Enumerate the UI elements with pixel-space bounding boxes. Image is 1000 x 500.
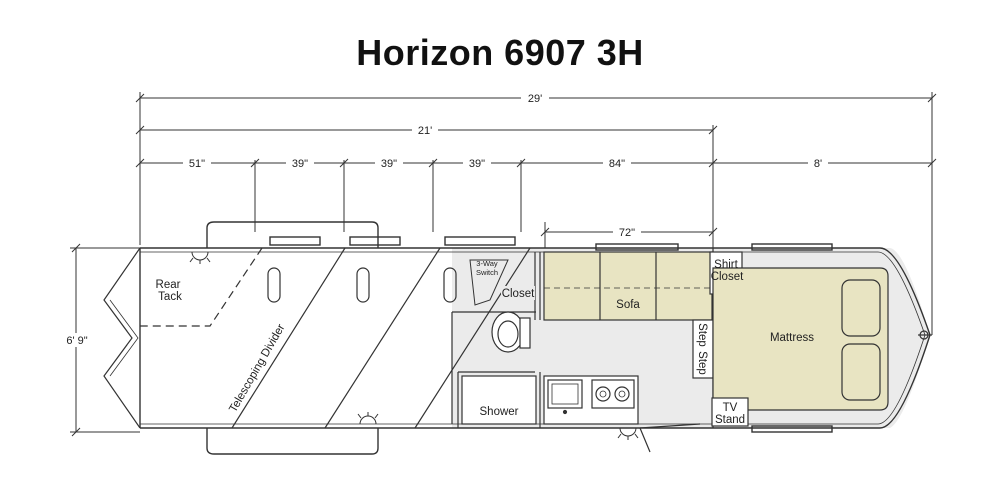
dim-section-3: 39" [381,158,397,170]
dim-overall-length: 29' [528,93,542,105]
dim-section-4: 39" [469,158,485,170]
tv-stand [711,397,749,427]
kitchen-counter [543,375,639,425]
label-shirt-closet-2: Closet [711,271,744,283]
dim-section-1: 51" [189,158,205,170]
hitch-icon [918,330,932,340]
dim-section-2: 39" [292,158,308,170]
rear-doors [103,247,141,429]
dim-section-5: 84" [609,158,625,170]
label-3way-switch-2: Switch [476,268,498,277]
label-rear-tack-1: Rear [156,279,181,291]
light-icon [189,251,639,440]
label-rear-tack-2: Tack [158,291,182,303]
dimension-labels: 29' 21' 51" 39" 39" 39" 84" 8' 72" 6' 9" [58,91,828,347]
shower-stall [461,375,537,425]
dim-living-quarters-length: 8' [814,158,822,170]
label-shirt-closet-1: Shirt [714,259,738,271]
dim-horse-area-length: 21' [418,125,432,137]
label-mattress: Mattress [770,332,814,344]
label-sofa: Sofa [616,299,640,311]
page-title: Horizon 6907 3H [356,32,644,73]
mattress [712,267,889,411]
label-step-1: Step [696,323,708,347]
dim-sofa-length: 72" [619,227,635,239]
label-closet: Closet [502,288,535,300]
dim-width: 6' 9" [66,335,87,347]
label-tv-stand-2: Stand [715,414,745,426]
toilet-icon [491,311,531,353]
stall-dividers [140,247,531,429]
horse-area-floor [140,248,445,428]
label-3way-switch-1: 3-Way [476,259,498,268]
label-shower: Shower [480,406,519,418]
three-way-switch [469,259,509,306]
dimension-ticks [71,93,937,437]
label-tv-stand-1: TV [723,402,738,414]
label-step-2: Step [696,351,708,375]
